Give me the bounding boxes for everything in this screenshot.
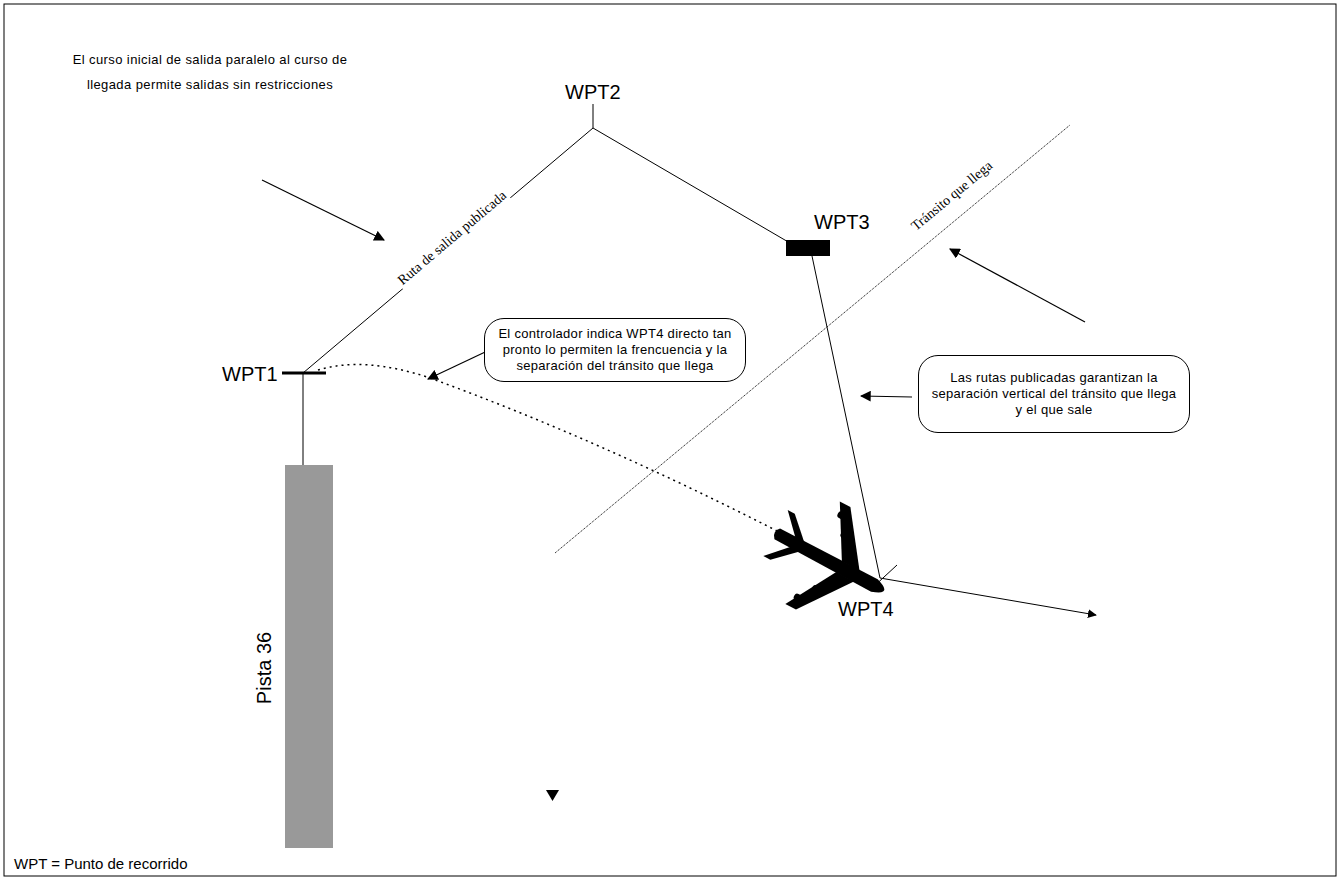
waypoint-mark <box>593 104 594 128</box>
departure-route <box>303 128 790 373</box>
callout-text: Las rutas publicadas garantizan la separ… <box>931 370 1177 418</box>
leader-arrow <box>950 249 1085 322</box>
runway-label: Pista 36 <box>252 630 276 706</box>
legend-note: WPT = Punto de recorrido <box>14 855 188 873</box>
route-label: Tránsito que llega <box>906 156 997 236</box>
waypoint-label: WPT3 <box>814 210 870 234</box>
airplane <box>747 481 911 642</box>
runway-extension <box>303 373 304 465</box>
waypoint-mark <box>786 240 830 256</box>
waypoint-label: WPT1 <box>222 362 278 386</box>
waypoint-label: WPT2 <box>565 80 621 104</box>
route-exit <box>880 578 1096 615</box>
leader-arrow <box>861 396 912 397</box>
callout-box: Las rutas publicadas garantizan la separ… <box>918 355 1190 433</box>
frame <box>4 4 1336 876</box>
waypoint-label: WPT4 <box>838 597 894 621</box>
callout-text: El controlador indica WPT4 directo tan p… <box>497 326 733 374</box>
small-triangle <box>546 790 559 801</box>
direct-track <box>318 365 785 535</box>
note-text: El curso inicial de salida paralelo al c… <box>70 47 350 97</box>
leader-arrow <box>262 180 384 240</box>
runway <box>285 465 333 848</box>
callout-box: El controlador indica WPT4 directo tan p… <box>484 318 746 382</box>
route-label: Ruta de salida publicada <box>393 186 512 290</box>
